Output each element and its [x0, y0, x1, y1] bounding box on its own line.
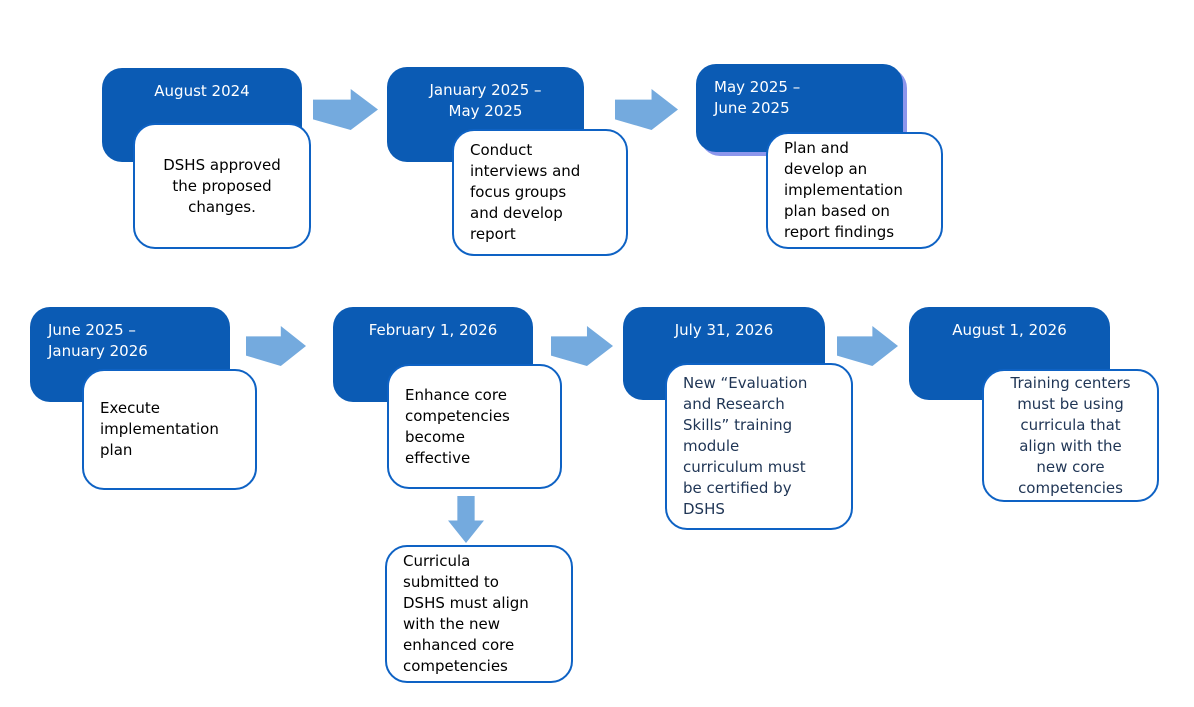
step5-date-label: February 1, 2026	[368, 321, 498, 339]
right-arrow-icon	[246, 326, 306, 366]
step7-desc-text: Training centers must be using curricula…	[1010, 373, 1131, 497]
step1-date-label: August 2024	[154, 82, 250, 100]
step1-desc-box: DSHS approved the proposed changes.	[133, 123, 311, 249]
followup-desc-box: Curricula submitted to DSHS must align w…	[385, 545, 573, 683]
right-arrow-icon	[313, 89, 378, 130]
step4-desc-text: Execute implementation plan	[100, 399, 219, 459]
step4-desc-box: Execute implementation plan	[82, 369, 257, 490]
step2-desc-box: Conduct interviews and focus groups and …	[452, 129, 628, 256]
followup-desc-text: Curricula submitted to DSHS must align w…	[403, 552, 529, 675]
step4-date-label: June 2025 – January 2026	[48, 321, 148, 360]
step7-date-label: August 1, 2026	[952, 321, 1067, 339]
right-arrow-icon	[551, 326, 613, 366]
step3-desc-text: Plan and develop an implementation plan …	[784, 139, 903, 241]
step6-desc-box: New “Evaluation and Research Skills” tra…	[665, 363, 853, 530]
step5-desc-box: Enhance core competencies become effecti…	[387, 364, 562, 489]
step3-date-label: May 2025 – June 2025	[714, 78, 801, 117]
right-arrow-icon	[615, 89, 678, 130]
right-arrow-icon	[837, 326, 898, 366]
down-arrow-icon	[448, 496, 484, 543]
step7-desc-box: Training centers must be using curricula…	[982, 369, 1159, 502]
step6-desc-text: New “Evaluation and Research Skills” tra…	[683, 374, 808, 518]
step5-desc-text: Enhance core competencies become effecti…	[405, 385, 510, 467]
step1-desc-text: DSHS approved the proposed changes.	[163, 155, 281, 216]
step3-desc-box: Plan and develop an implementation plan …	[766, 132, 943, 249]
step6-date-label: July 31, 2026	[674, 321, 774, 339]
step2-desc-text: Conduct interviews and focus groups and …	[470, 141, 581, 243]
step2-date-label: January 2025 – May 2025	[429, 81, 542, 120]
